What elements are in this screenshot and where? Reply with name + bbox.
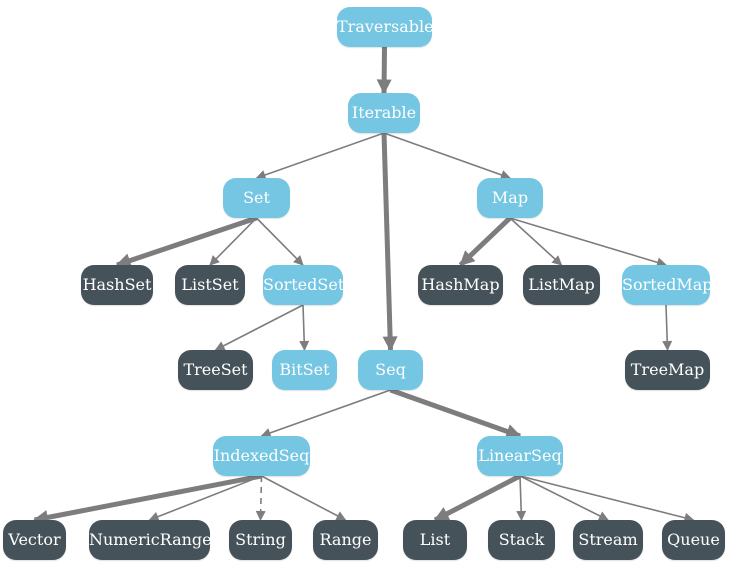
edge-indexedseq-range — [261, 475, 347, 521]
edge-set-listset — [209, 217, 258, 266]
edge-map-hashmap — [458, 216, 512, 267]
node-treemap: TreeMap — [625, 350, 710, 390]
edge-map-sortedmap — [509, 217, 667, 268]
edge-iterable-seq — [381, 132, 398, 352]
edge-sortedset-bitset — [299, 304, 310, 351]
edge-indexedseq-numericrange — [148, 475, 262, 522]
edge-set-sortedset — [255, 217, 304, 266]
node-listset: ListSet — [175, 265, 245, 305]
edge-linearseq-stack — [516, 475, 527, 521]
node-stream: Stream — [573, 520, 643, 560]
node-list: List — [403, 520, 467, 560]
edge-indexedseq-string — [255, 475, 266, 521]
node-map: Map — [477, 178, 543, 218]
edge-linearseq-stream — [519, 475, 609, 521]
node-sortedmap: SortedMap — [622, 265, 713, 305]
node-sortedset: SortedSet — [263, 265, 344, 305]
edge-map-listmap — [509, 217, 563, 266]
node-listmap: ListMap — [523, 265, 600, 305]
node-queue: Queue — [662, 520, 725, 560]
node-traversable: Traversable — [337, 7, 434, 47]
edge-traversable-iterable — [376, 46, 392, 95]
node-hashset: HashSet — [81, 265, 153, 305]
node-stack: Stack — [488, 520, 555, 560]
edge-sortedmap-treemap — [662, 304, 673, 351]
edge-seq-linearseq — [389, 387, 522, 439]
node-hashmap: HashMap — [418, 265, 503, 305]
node-bitset: BitSet — [272, 350, 337, 390]
node-iterable: Iterable — [348, 93, 420, 133]
edge-indexedseq-vector — [33, 473, 262, 525]
edge-linearseq-list — [433, 473, 522, 523]
node-indexedseq: IndexedSeq — [213, 436, 310, 476]
node-treeset: TreeSet — [178, 350, 253, 390]
node-seq: Seq — [358, 350, 423, 390]
node-string: String — [229, 520, 292, 560]
edge-iterable-map — [383, 132, 511, 180]
node-vector: Vector — [3, 520, 66, 560]
node-range: Range — [313, 520, 378, 560]
node-numericrange: NumericRange — [89, 520, 212, 560]
edge-iterable-set — [255, 132, 385, 180]
edge-sortedset-treeset — [214, 304, 304, 351]
edge-set-hashset — [115, 215, 258, 268]
node-set: Set — [223, 178, 290, 218]
edge-seq-indexedseq — [260, 389, 391, 438]
edge-linearseq-queue — [519, 475, 695, 523]
node-linearseq: LinearSeq — [477, 436, 563, 476]
